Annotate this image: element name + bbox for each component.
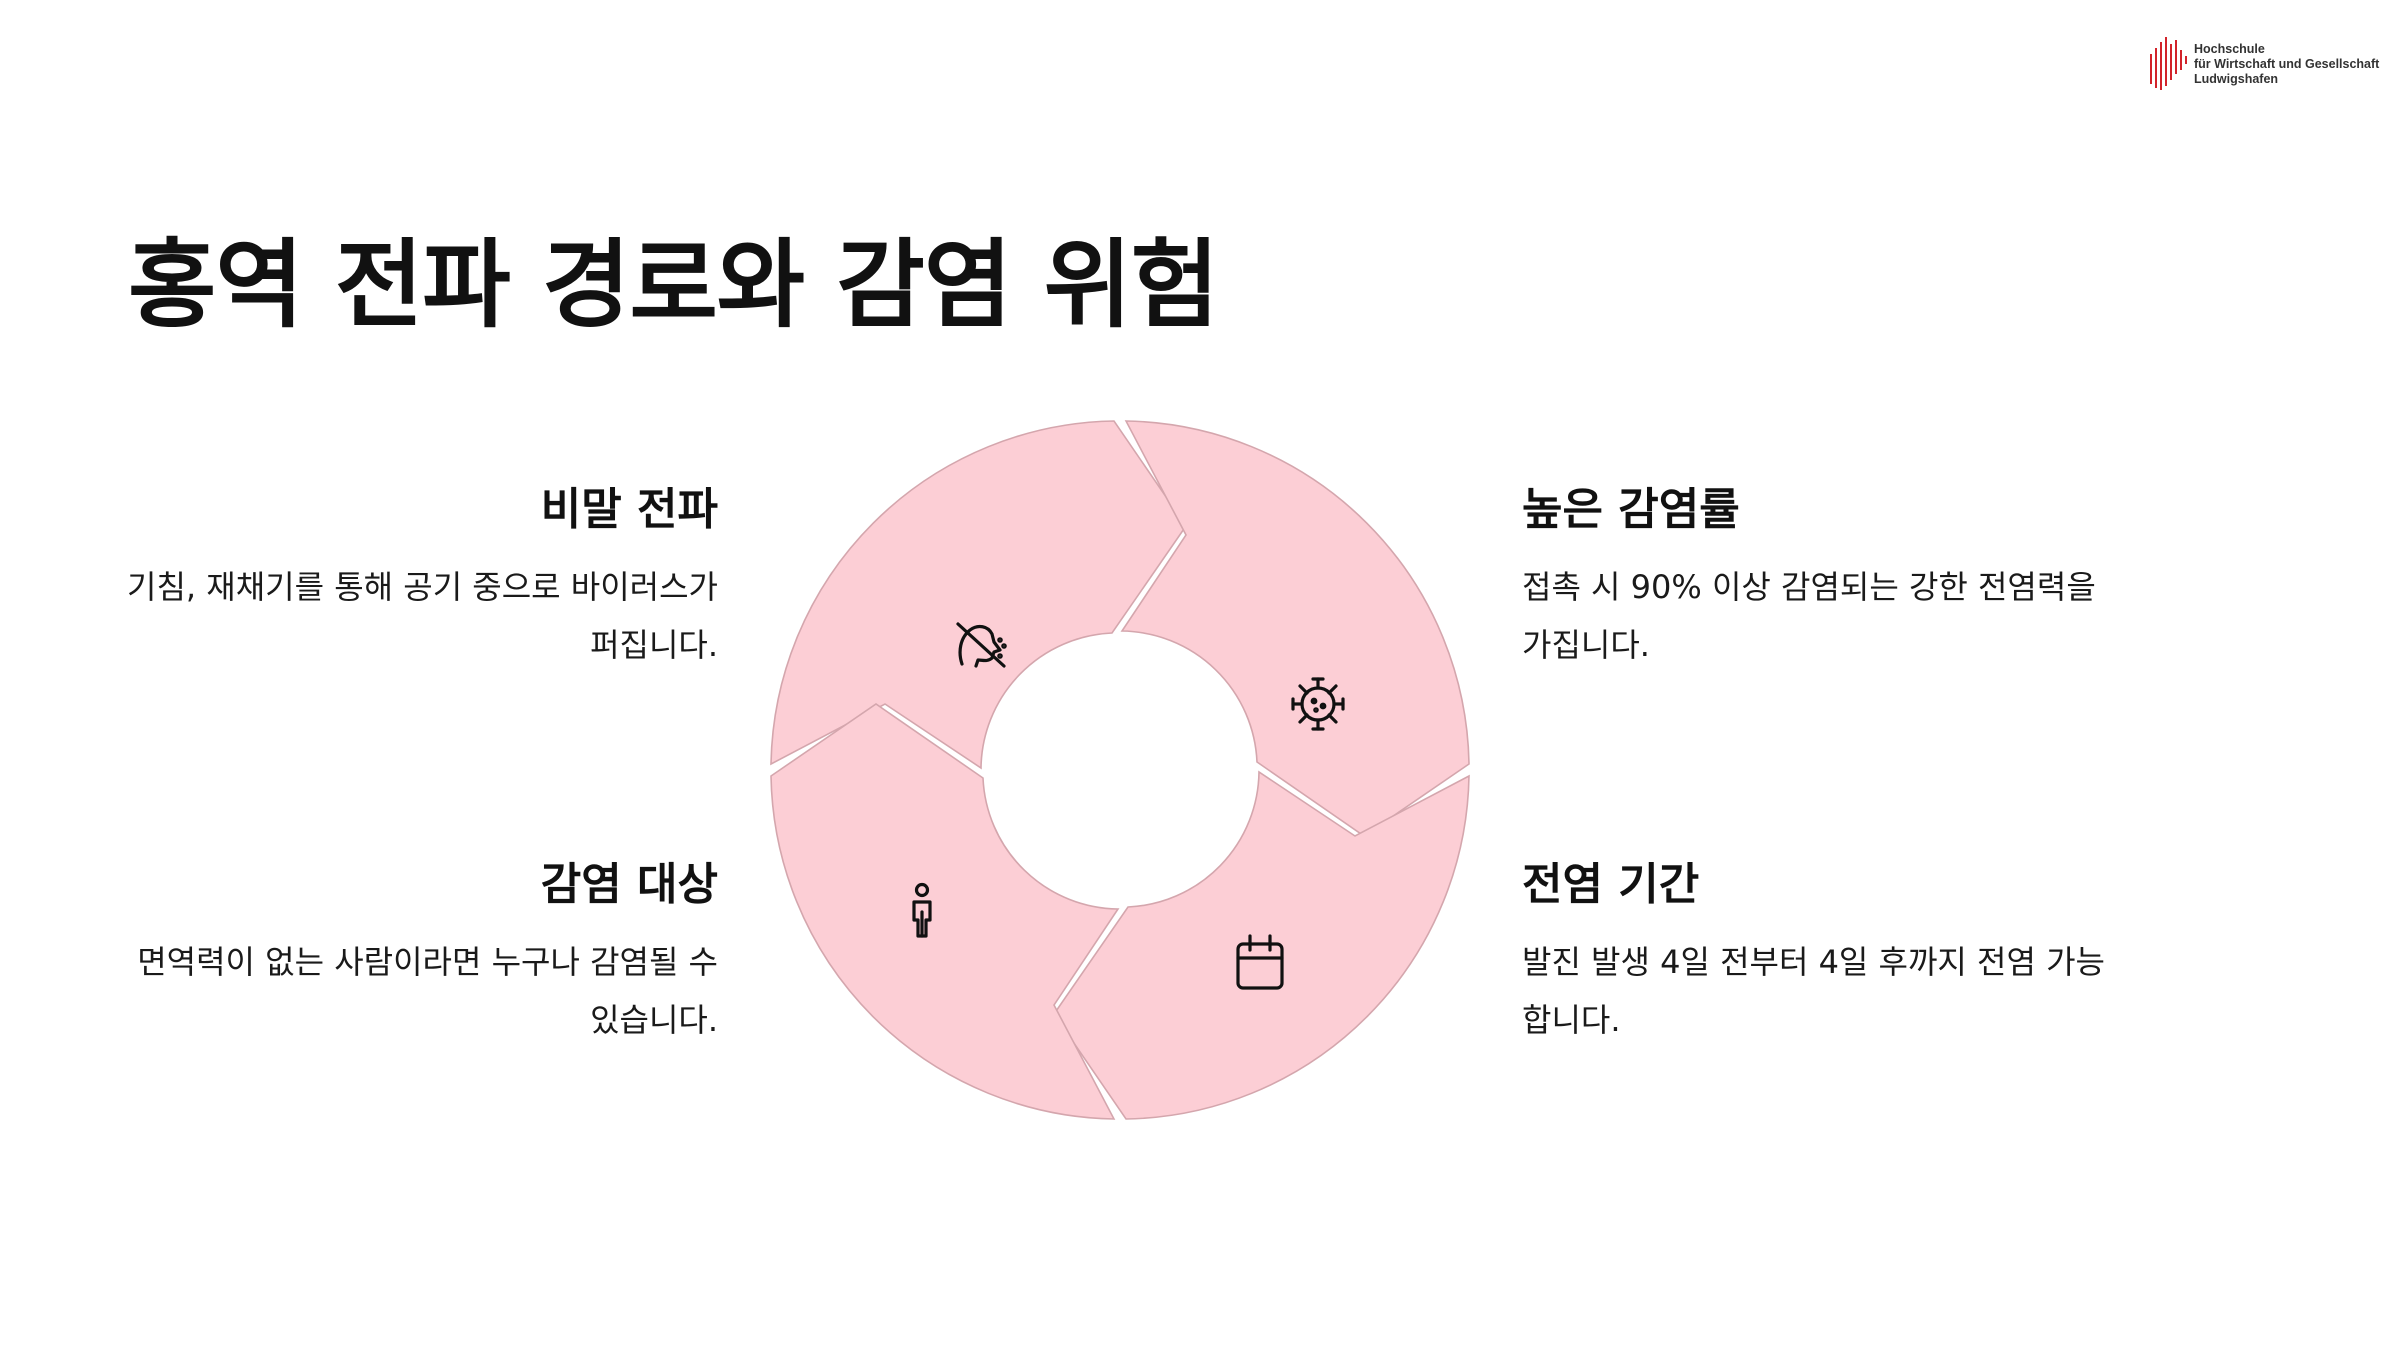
logo-line-2: für Wirtschaft und Gesellschaft bbox=[2194, 57, 2380, 71]
logo-line-3: Ludwigshafen bbox=[2194, 72, 2279, 86]
cycle-segment-bottom-left bbox=[770, 703, 1120, 1120]
infection-target-heading: 감염 대상 bbox=[540, 859, 718, 910]
droplet-transmission-heading: 비말 전파 bbox=[540, 484, 718, 535]
infection-target-text: 면역력이 없는 사람이라면 누구나 감염될 수 있습니다. bbox=[137, 943, 718, 1039]
high-infection-rate-block: 높은 감염률 접촉 시 90% 이상 감염되는 강한 전염력을 가집니다. bbox=[1522, 480, 2132, 674]
logo-text: Hochschule für Wirtschaft und Gesellscha… bbox=[2194, 42, 2379, 87]
droplet-transmission-block: 비말 전파 기침, 재채기를 통해 공기 중으로 바이러스가 퍼집니다. bbox=[108, 480, 718, 674]
logo-line-1: Hochschule bbox=[2194, 42, 2265, 56]
page-title: 홍역 전파 경로와 감염 위험 bbox=[128, 229, 1219, 341]
transmission-cycle-diagram bbox=[770, 420, 1470, 1120]
virus-icon bbox=[1291, 677, 1345, 731]
contagious-period-heading: 전염 기간 bbox=[1522, 859, 1700, 910]
no-cough-icon bbox=[956, 622, 1007, 668]
high-infection-rate-heading: 높은 감염률 bbox=[1522, 484, 1740, 535]
person-icon bbox=[912, 882, 932, 938]
contagious-period-text: 발진 발생 4일 전부터 4일 후까지 전염 가능합니다. bbox=[1522, 943, 2105, 1039]
cycle-segments bbox=[770, 420, 1470, 1120]
cycle-segment-top-right bbox=[1120, 420, 1470, 837]
cycle-segment-top-left bbox=[770, 420, 1187, 770]
droplet-transmission-text: 기침, 재채기를 통해 공기 중으로 바이러스가 퍼집니다. bbox=[127, 568, 718, 664]
contagious-period-block: 전염 기간 발진 발생 4일 전부터 4일 후까지 전염 가능합니다. bbox=[1522, 855, 2132, 1049]
logo-bars-icon bbox=[2150, 37, 2187, 90]
infection-target-block: 감염 대상 면역력이 없는 사람이라면 누구나 감염될 수 있습니다. bbox=[108, 855, 718, 1049]
calendar-icon bbox=[1236, 934, 1284, 990]
university-logo: Hochschule für Wirtschaft und Gesellscha… bbox=[2148, 34, 2379, 92]
high-infection-rate-text: 접촉 시 90% 이상 감염되는 강한 전염력을 가집니다. bbox=[1522, 568, 2096, 664]
